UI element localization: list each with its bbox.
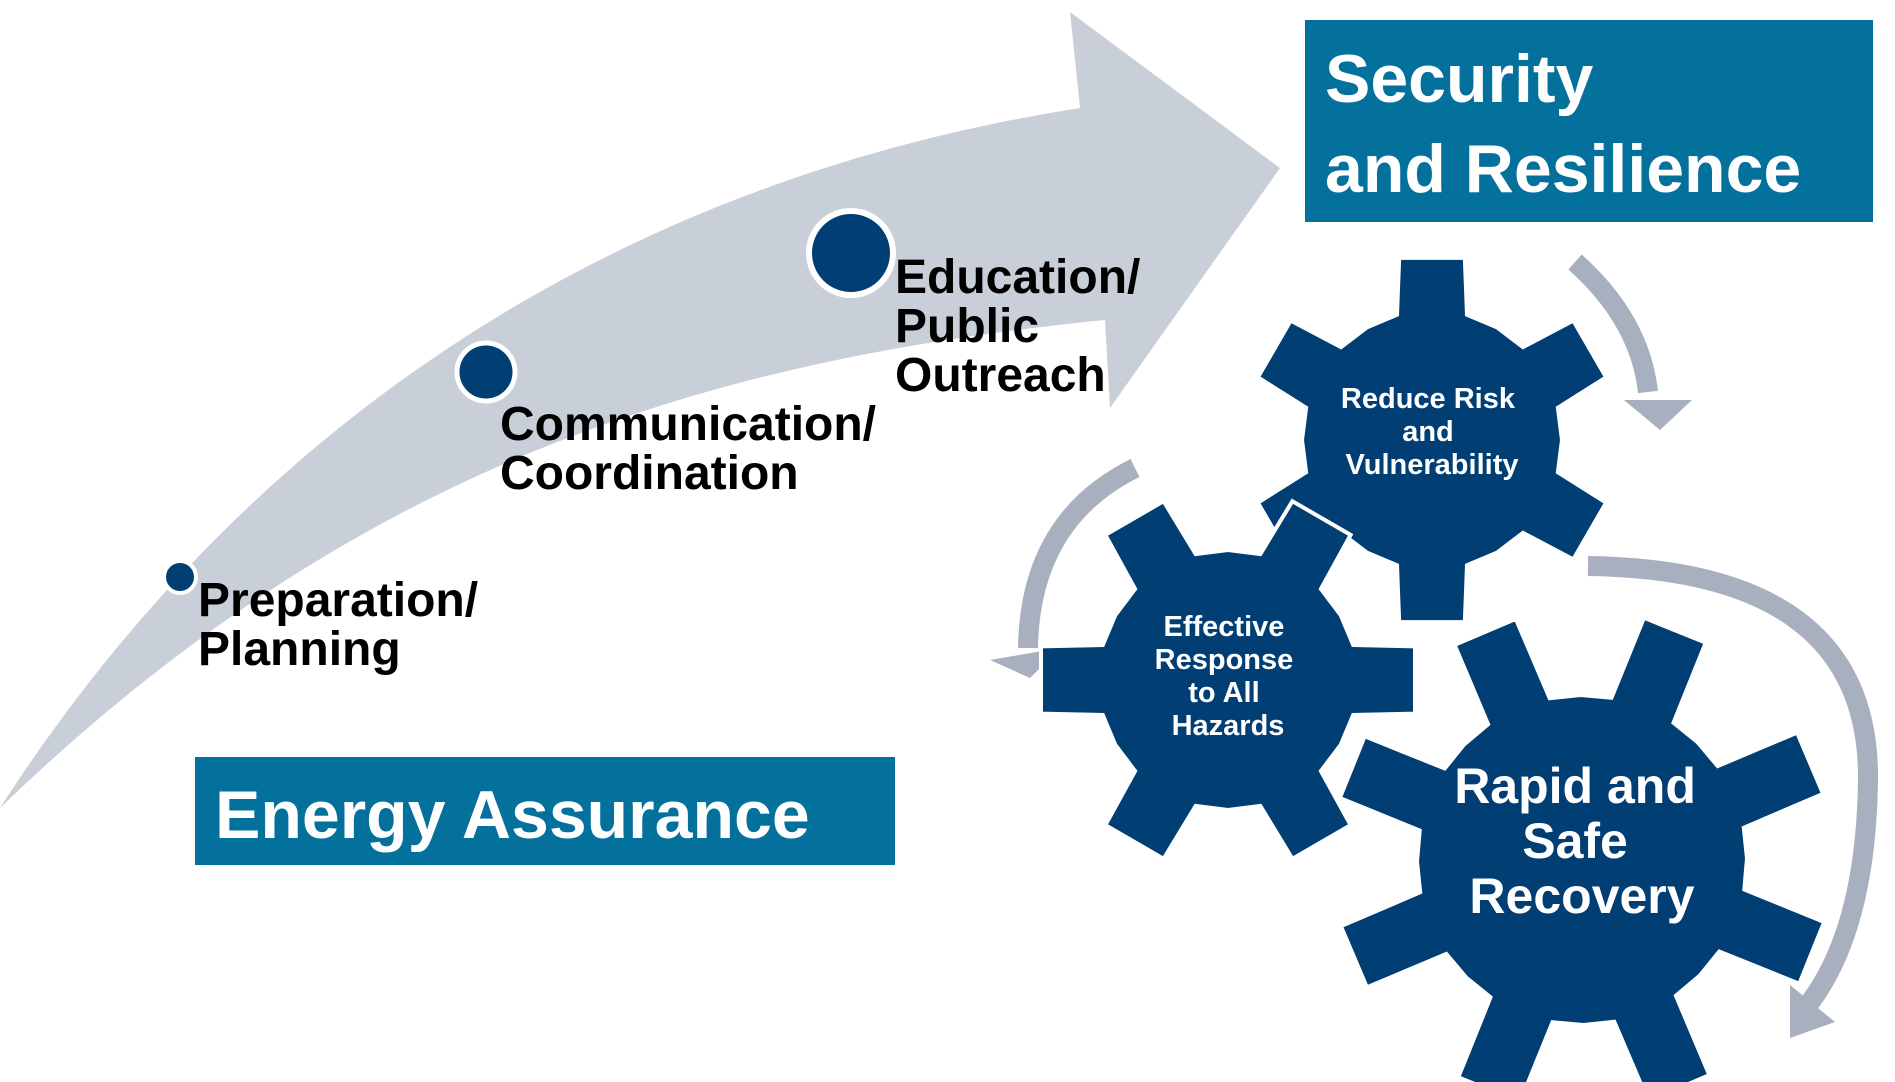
gear-label-effective-response: Effective Response to All Hazards xyxy=(1155,611,1302,742)
cycle-arrows xyxy=(990,254,1879,1038)
gear-effective-response xyxy=(1039,498,1417,862)
step-label-education: Education/ Public Outreach xyxy=(895,251,1154,402)
energy-assurance-box xyxy=(195,757,895,865)
progress-arrow xyxy=(0,12,1280,808)
energy-assurance-label: Energy Assurance xyxy=(215,777,810,853)
gear-label-reduce-risk: Reduce Risk and Vulnerability xyxy=(1341,383,1523,481)
cycle-arrow-bottom-right xyxy=(1587,556,1879,1012)
cycle-arrowhead-top-right xyxy=(1624,400,1692,430)
step-dot-preparation xyxy=(162,559,198,595)
gear-label-rapid-recovery: Rapid and Safe Recovery xyxy=(1454,758,1710,924)
step-dot-communication xyxy=(454,340,518,404)
cycle-arrowhead-bottom-right xyxy=(1790,985,1835,1038)
step-label-preparation: Preparation/ Planning xyxy=(198,574,491,676)
cycle-arrow-left xyxy=(1018,459,1140,649)
security-resilience-box xyxy=(1305,20,1873,222)
security-resilience-title: Security and Resilience xyxy=(1325,41,1801,207)
gear-rapid-recovery xyxy=(1337,615,1827,1082)
cycle-arrow-top-right xyxy=(1568,254,1658,394)
step-label-communication: Communication/ Coordination xyxy=(500,398,889,500)
step-dot-education xyxy=(806,208,896,298)
